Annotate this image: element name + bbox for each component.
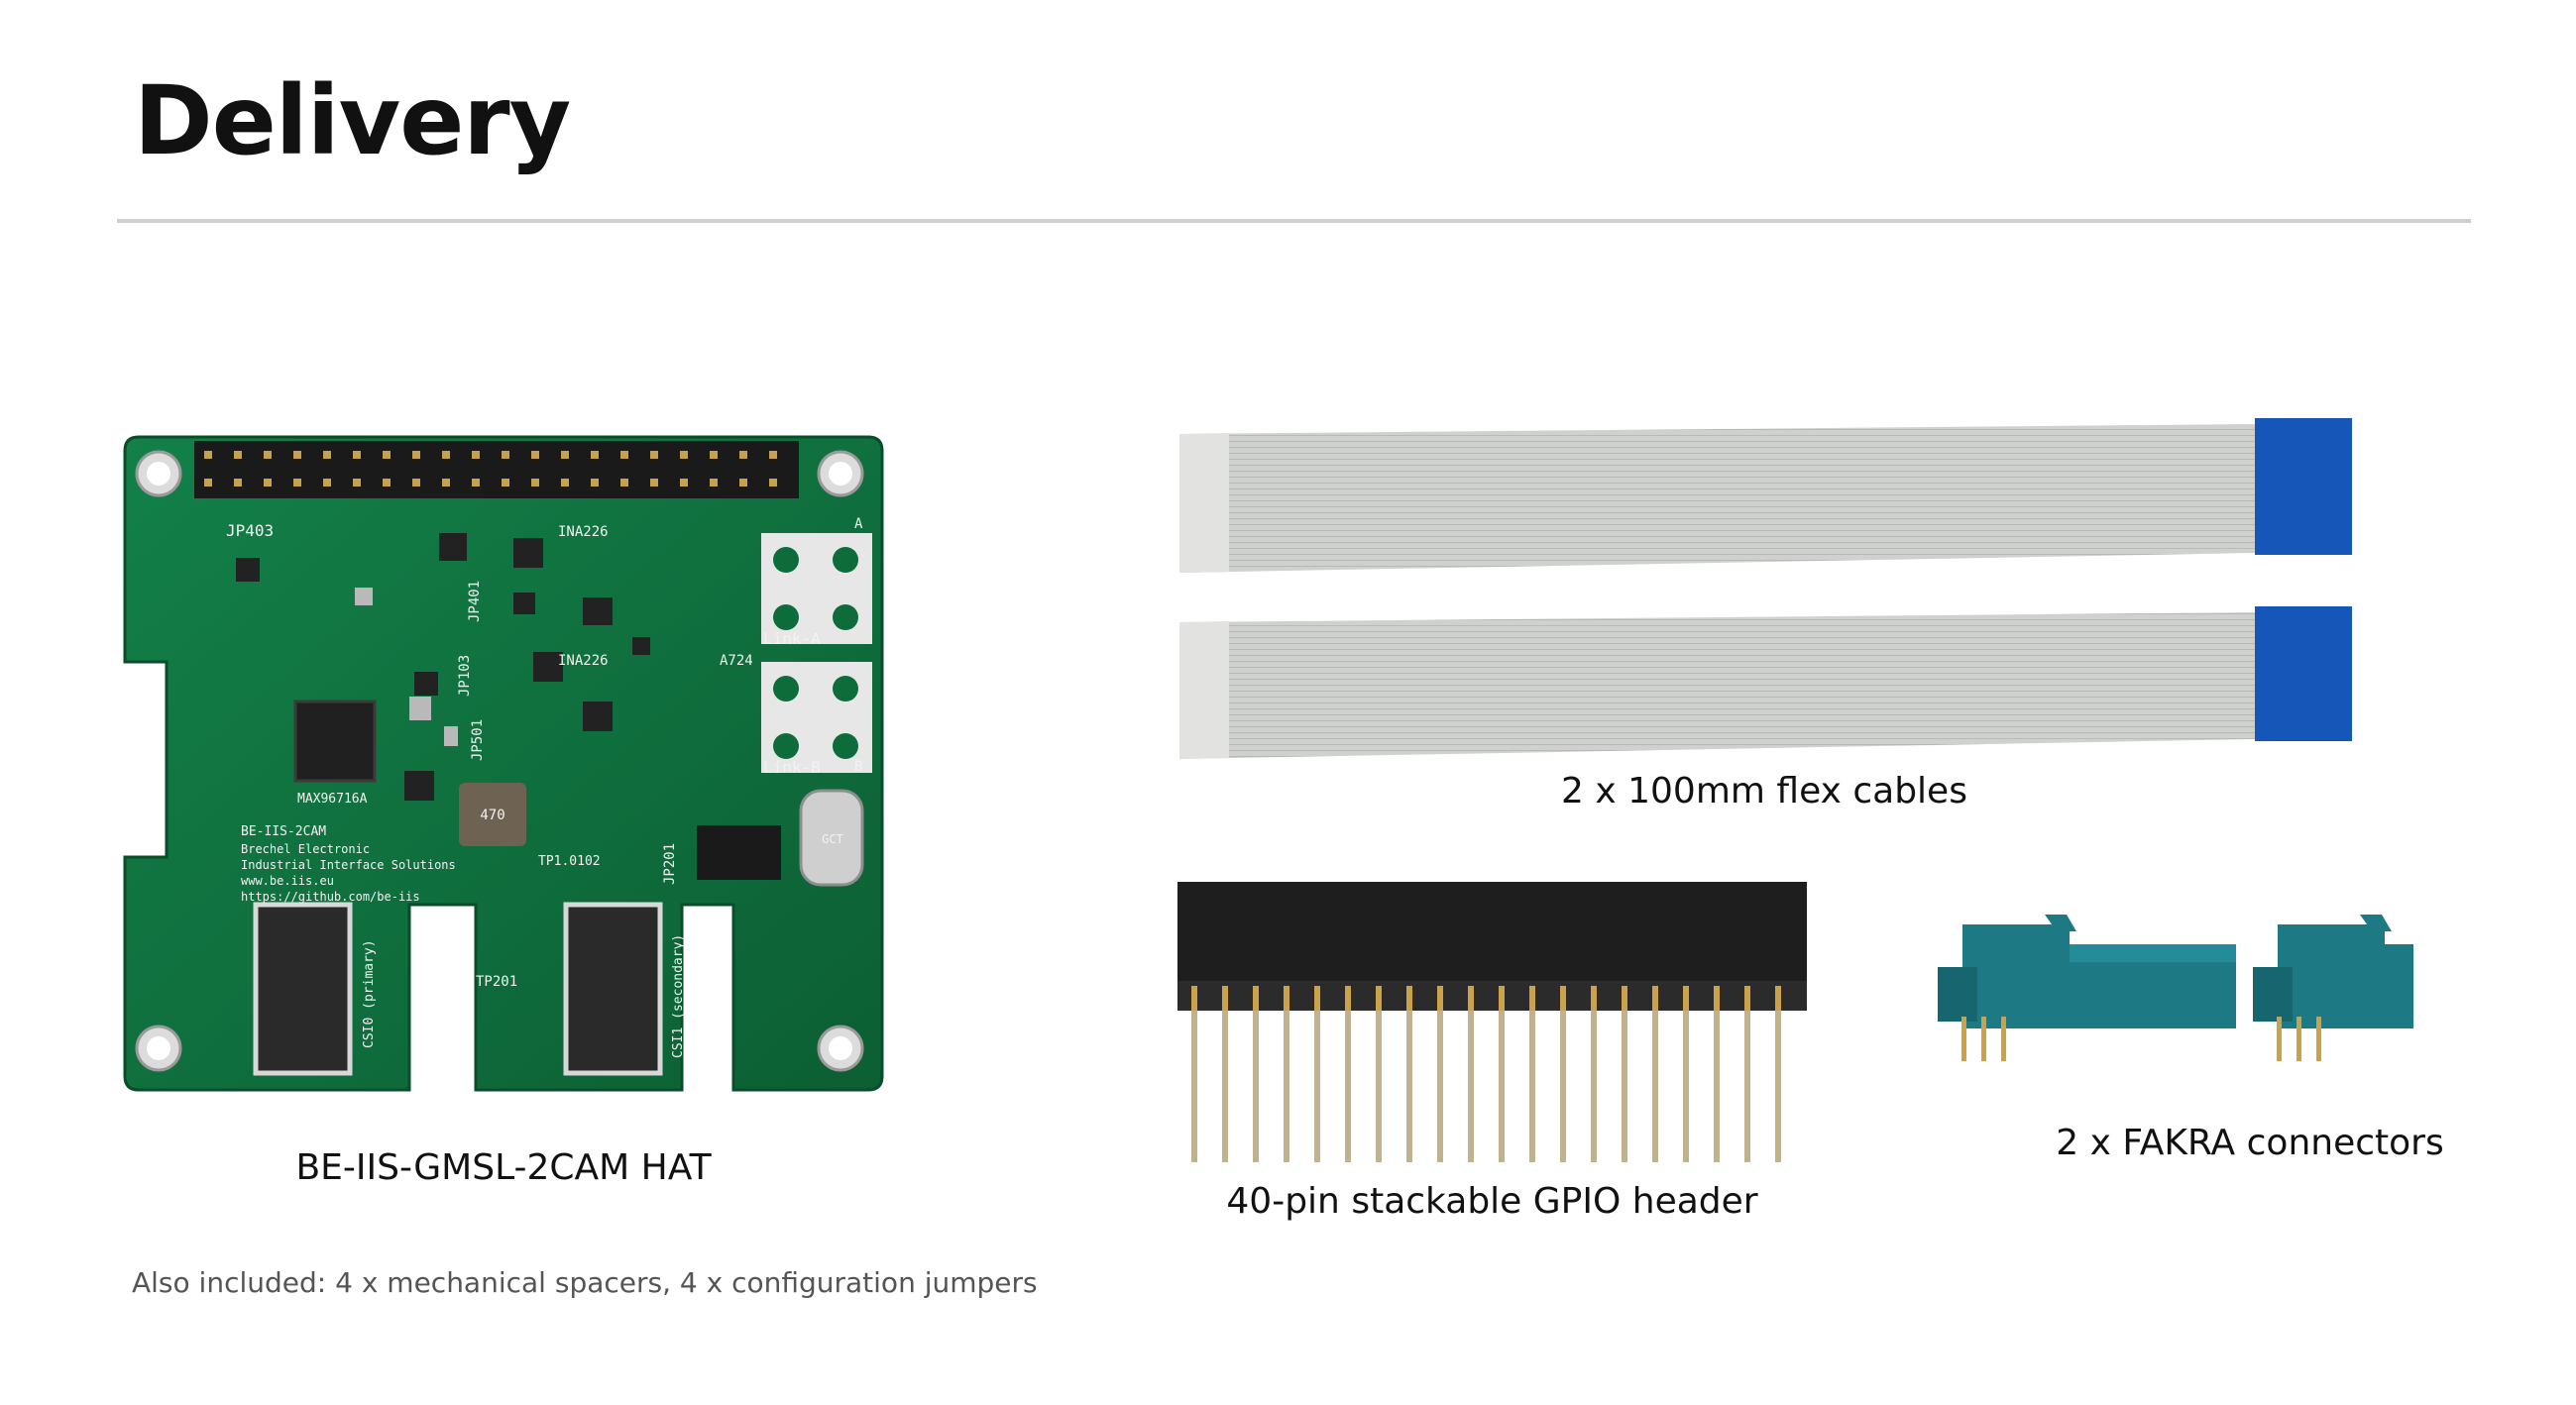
pcb-label-jp401: JP401 [467,581,483,622]
flex-cables-image [1175,414,2354,761]
pcb-label-max: MAX96716A [297,792,368,807]
fakra-connector-left [1938,915,2236,1061]
pcb-label-name: BE-IIS-2CAM [241,824,326,839]
pcb-label-ina226-a: INA226 [558,524,609,540]
pcb-label-web: www.be.iis.eu [241,874,334,888]
pcb-label-tp201: TP201 [476,974,517,990]
pcb-label-company2: Industrial Interface Solutions [241,858,456,872]
pcb-label-ina226-b: INA226 [558,653,609,669]
inductor-marking: 470 [480,808,504,823]
pcb-label-csi0: CSI0 (primary) [362,939,377,1048]
usb-marking: GCT [822,832,843,846]
flex-cables-drawing [1179,418,2352,759]
gpio-header-drawing [1177,882,1807,1162]
pcb-label-csi1: CSI1 (secondary) [671,934,686,1058]
fakra-connectors-drawing [1938,915,2413,1061]
hat-board-image: 470 GCT JP403 INA226 INA226 JP401 JP103 … [117,429,890,1098]
fakra-caption: 2 x FAKRA connectors [2056,1123,2444,1163]
hat-board-drawing: 470 GCT JP403 INA226 INA226 JP401 JP103 … [123,435,884,1092]
pcb-label-tp102: TP1.0102 [538,854,601,869]
title-divider [117,219,2471,223]
pcb-label-github: https://github.com/be-iis [241,890,420,904]
slide-title: Delivery [134,65,571,176]
pcb-label-a: A [854,516,863,532]
fakra-connector-right [2253,915,2413,1061]
flex-cables-caption: 2 x 100mm flex cables [1561,771,1967,811]
pcb-label-jp403: JP403 [226,521,274,540]
pcb-label-link-a: Link-A [763,629,821,648]
gpio-header-caption: 40-pin stackable GPIO header [1226,1181,1758,1222]
pcb-label-jp201: JP201 [662,843,678,885]
pcb-label-jp103: JP103 [457,655,473,697]
hat-caption: BE-IIS-GMSL-2CAM HAT [295,1147,712,1188]
gpio-header-image [1177,882,1807,1164]
pcb-label-b: B [854,759,862,775]
footnote: Also included: 4 x mechanical spacers, 4… [132,1266,1038,1299]
fakra-connectors-image [1938,910,2413,1088]
pcb-label-a724: A724 [720,653,753,669]
pcb-label-jp501: JP501 [470,719,486,761]
pcb-label-company1: Brechel Electronic [241,842,370,856]
pcb-label-link-b: Link-B [763,758,821,777]
